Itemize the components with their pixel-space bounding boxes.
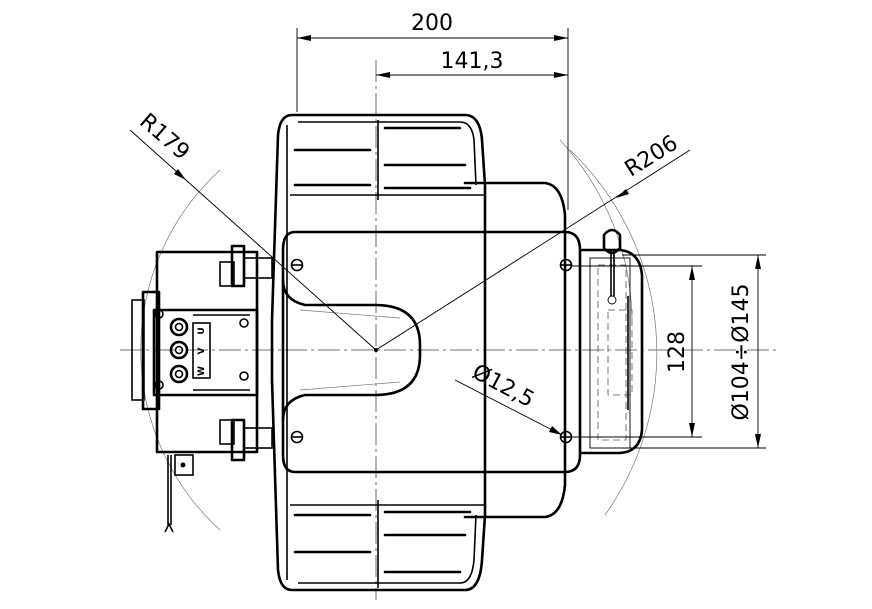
cover-plate — [281, 230, 582, 474]
terminal-label-v: V — [197, 347, 207, 354]
dimension-r179: R179 — [129, 109, 377, 351]
cable-gland — [174, 454, 194, 476]
radius-arcs — [140, 139, 658, 531]
dimension-200: 200 — [296, 11, 569, 210]
terminal-studs — [154, 309, 249, 390]
motor-housing — [270, 113, 487, 592]
dimension-hole-diameter: Ø12,5 — [454, 360, 563, 436]
dimension-label: R179 — [134, 109, 194, 165]
center-lines — [120, 60, 780, 600]
dimension-label: 200 — [411, 11, 453, 36]
dimension-label: 128 — [665, 331, 690, 373]
lock-tab-icon — [602, 228, 622, 255]
wire-lug-icon — [164, 522, 174, 533]
terminal-label-w: W — [197, 366, 207, 376]
gearbox-body — [290, 181, 567, 519]
terminal-label-u: U — [197, 327, 207, 334]
dimension-141-3: 141,3 — [376, 49, 568, 78]
dimension-label: 141,3 — [441, 49, 504, 74]
mounting-holes — [290, 258, 573, 444]
cooling-fins — [286, 120, 472, 588]
output-flange — [580, 228, 644, 455]
dimension-label: Ø104÷Ø145 — [729, 283, 754, 420]
dimension-128: 128 — [572, 265, 702, 438]
dimension-flange-diameter: Ø104÷Ø145 — [622, 254, 766, 449]
terminal-box: U V W — [131, 244, 273, 533]
